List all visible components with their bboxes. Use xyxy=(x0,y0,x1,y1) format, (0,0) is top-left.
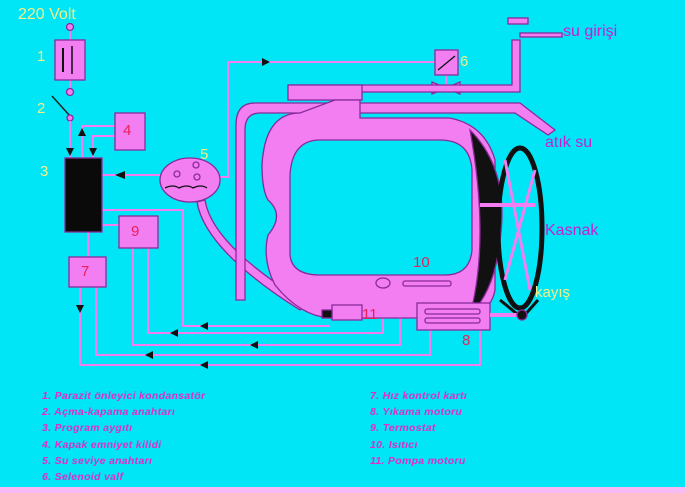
label-5: 5 xyxy=(200,146,209,163)
label-9: 9 xyxy=(131,223,140,240)
legend-item: 8. Yıkama motoru xyxy=(370,406,463,419)
water-inlet-label: su girişi xyxy=(563,23,618,40)
label-7: 7 xyxy=(81,263,90,280)
legend-item: 5. Su seviye anahtarı xyxy=(42,454,153,467)
drum-back xyxy=(468,128,503,318)
label-2: 2 xyxy=(37,100,46,117)
label-8: 8 xyxy=(462,332,471,349)
legend-item: 2. Açma-kapama anahtarı xyxy=(42,406,176,419)
door-lock-4 xyxy=(114,112,146,151)
label-1: 1 xyxy=(37,48,46,65)
wash-motor-8 xyxy=(416,302,491,331)
legend-left: 1. Parazit önleyici kondansatör 2. Açma-… xyxy=(42,388,205,485)
pulley xyxy=(495,145,545,311)
legend-item: 1. Parazit önleyici kondansatör xyxy=(42,390,206,402)
legend-item: 4. Kapak emniyet kilidi xyxy=(42,438,162,451)
label-3: 3 xyxy=(40,163,49,180)
sensor xyxy=(375,277,391,289)
label-6: 6 xyxy=(460,53,469,70)
heater-10 xyxy=(402,280,452,287)
label-10: 10 xyxy=(413,254,430,271)
switch-2 xyxy=(51,95,71,117)
bottom-strip xyxy=(0,487,685,493)
level-switch-5 xyxy=(159,157,221,203)
legend-item: 11. Pompa motoru xyxy=(370,454,466,467)
voltage-label: 220 Volt xyxy=(18,6,76,23)
pulley-label: Kasnak xyxy=(545,222,599,239)
label-4: 4 xyxy=(123,122,132,139)
legend-item: 6. Selenoid valf xyxy=(42,471,124,484)
detergent-box xyxy=(287,84,363,101)
legend-item: 7. Hız kontrol kartı xyxy=(370,390,468,402)
inlet-pipe xyxy=(289,39,521,93)
belt-label: kayış xyxy=(535,284,571,301)
terminal-bottom xyxy=(65,87,75,97)
pump-motor-11 xyxy=(331,304,363,321)
legend-item: 3. Program aygıtı xyxy=(42,422,133,435)
thermostat-9 xyxy=(118,215,159,249)
waste-water-label: atık su xyxy=(545,134,593,151)
speed-control-7 xyxy=(68,256,107,288)
label-11: 11 xyxy=(362,306,378,323)
terminal-top xyxy=(65,22,75,32)
drum-opening xyxy=(289,139,473,276)
capacitor-1 xyxy=(54,39,86,81)
program-device-3 xyxy=(64,157,103,233)
legend-item: 10. Isıtıcı xyxy=(370,438,418,451)
legend-right: 7. Hız kontrol kartı 8. Yıkama motoru 9.… xyxy=(370,388,467,469)
legend-item: 9. Termostat xyxy=(370,422,436,435)
